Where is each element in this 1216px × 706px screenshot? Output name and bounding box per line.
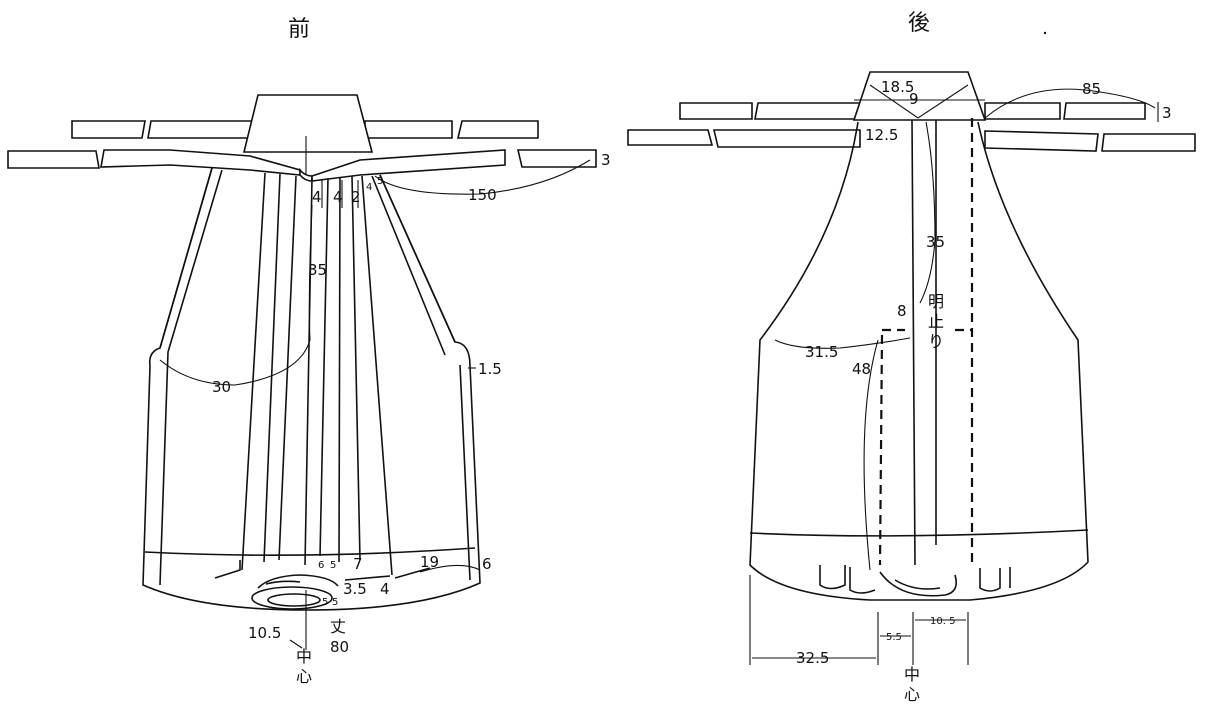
front-label-5-small-b: 5 bbox=[330, 560, 336, 571]
back-view: 後 bbox=[627, 11, 1196, 704]
front-label-4-small: 4 bbox=[366, 182, 372, 193]
back-lower-tie bbox=[627, 129, 1196, 152]
front-title: 前 bbox=[288, 17, 310, 42]
back-opening-char-1: 明 bbox=[928, 292, 944, 311]
front-lower-tie bbox=[7, 149, 597, 182]
back-opening-char-2: 止 bbox=[928, 312, 944, 331]
back-label-5-5: 5.5 bbox=[886, 632, 902, 643]
front-label-1-5: 1.5 bbox=[478, 360, 502, 378]
front-label-5-d: 5 bbox=[332, 597, 338, 608]
back-label-48: 48 bbox=[852, 360, 871, 378]
back-label-3: 3 bbox=[1162, 104, 1172, 122]
back-center-char-1: 中 bbox=[904, 665, 920, 684]
back-label-31-5: 31.5 bbox=[805, 343, 838, 361]
front-label-5-small: 5 bbox=[377, 176, 383, 187]
front-label-4: 4 bbox=[380, 580, 390, 598]
back-skirt-body bbox=[749, 121, 1089, 601]
front-label-7: 7 bbox=[353, 555, 363, 573]
back-label-85: 85 bbox=[1082, 80, 1101, 98]
front-label-150: 150 bbox=[468, 186, 497, 204]
front-label-5-c: 5 bbox=[322, 597, 328, 608]
back-label-8: 8 bbox=[897, 302, 907, 320]
back-opening-char-3: り bbox=[928, 332, 944, 351]
front-label-4b: 4 bbox=[333, 188, 343, 206]
back-label-18-5: 18.5 bbox=[881, 78, 914, 96]
back-label-10-5: 10. 5 bbox=[930, 616, 955, 627]
front-label-10-5: 10.5 bbox=[248, 624, 281, 642]
front-label-6-small: 6 bbox=[318, 560, 324, 571]
front-view: 前 bbox=[7, 17, 611, 686]
front-length-char: 丈 bbox=[330, 617, 346, 636]
back-label-12-5: 12.5 bbox=[865, 126, 898, 144]
front-label-6: 6 bbox=[482, 555, 492, 573]
front-length-value: 80 bbox=[330, 638, 349, 656]
front-label-3: 3 bbox=[601, 151, 611, 169]
back-label-35: 35 bbox=[926, 233, 945, 251]
front-upper-tie bbox=[71, 120, 539, 139]
back-upper-tie bbox=[679, 102, 1146, 120]
front-label-3-5: 3.5 bbox=[343, 580, 367, 598]
front-label-30: 30 bbox=[212, 378, 231, 396]
front-label-4a: 4 bbox=[312, 188, 322, 206]
front-label-35: 35 bbox=[308, 261, 327, 279]
front-label-2: 2 bbox=[351, 188, 361, 206]
front-center-char-2: 心 bbox=[296, 667, 312, 686]
back-title: 後 bbox=[908, 11, 930, 36]
front-center-char-1: 中 bbox=[296, 647, 312, 666]
back-center-char-2: 心 bbox=[904, 685, 920, 704]
front-waist-board bbox=[242, 94, 374, 153]
back-waist-board bbox=[852, 71, 987, 121]
front-pleats bbox=[241, 172, 393, 576]
back-label-32-5: 32.5 bbox=[796, 649, 829, 667]
back-label-9: 9 bbox=[909, 90, 919, 108]
front-label-19: 19 bbox=[420, 553, 439, 571]
